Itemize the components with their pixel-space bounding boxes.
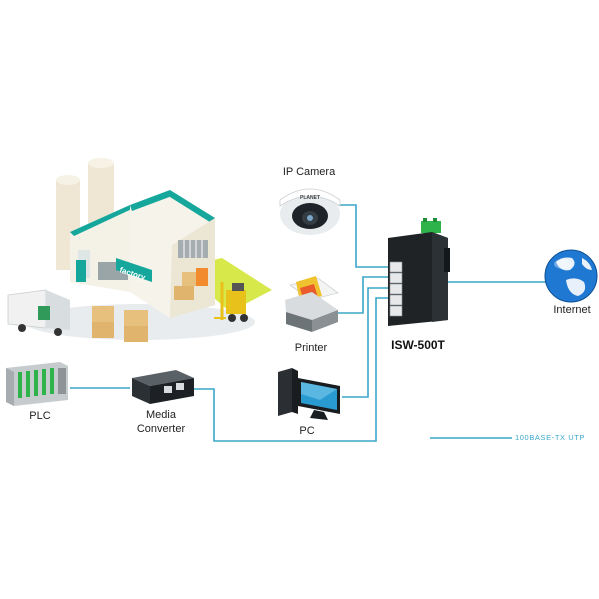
factory-windows [178, 240, 208, 258]
plc-device [6, 362, 68, 406]
factory-forklift [214, 282, 248, 322]
printer [285, 276, 339, 332]
media-converter-label-line2: Converter [136, 423, 186, 435]
factory-illustration: factory [7, 158, 272, 342]
ip-camera: PLANET [279, 188, 341, 235]
pc [278, 368, 340, 420]
legend-label: 100BASE-TX UTP [515, 433, 586, 442]
media-converter-label-line1: Media [146, 409, 176, 421]
switch-terminal-block [421, 221, 441, 233]
factory-boxes [92, 272, 196, 342]
pc-label: PC [299, 425, 315, 437]
cable-converter-switch [194, 297, 388, 442]
switch-ports [389, 261, 403, 317]
ip-camera-label: IP Camera [282, 166, 336, 178]
camera-brand-text: PLANET [300, 195, 320, 201]
internet-globe-icon [544, 249, 598, 303]
printer-label: Printer [294, 342, 328, 354]
factory-truck [7, 289, 70, 336]
cable-printer-switch [338, 276, 388, 314]
internet-label: Internet [553, 304, 591, 316]
pc-tower [278, 368, 292, 416]
switch-device [388, 218, 450, 326]
cable-pc-switch [342, 287, 388, 398]
switch-label: ISW-500T [391, 338, 445, 352]
plc-label: PLC [29, 410, 51, 422]
media-converter-device [132, 370, 194, 404]
cable-camera-switch [338, 204, 388, 268]
cable-lines [70, 204, 548, 442]
factory-door [196, 268, 208, 286]
